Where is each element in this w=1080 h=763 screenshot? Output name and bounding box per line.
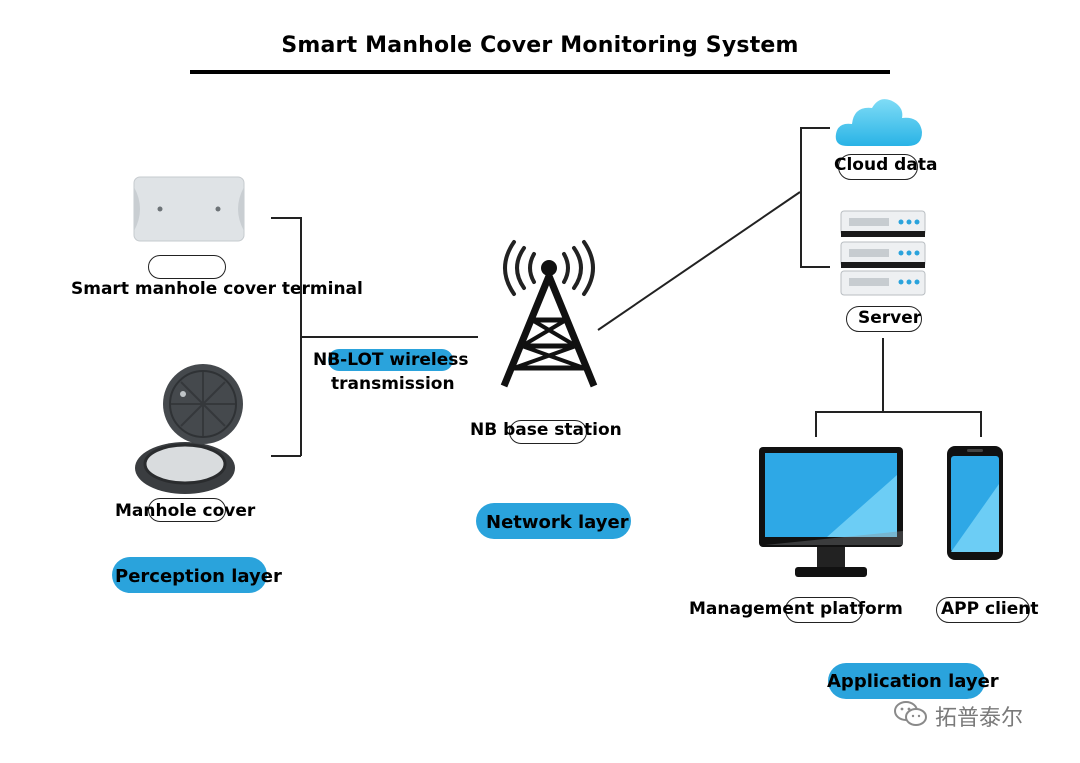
app-label: APP client [941, 599, 1039, 619]
base-station-label: NB base station [470, 420, 622, 440]
application-layer-badge [828, 663, 985, 699]
bracket-bottom [271, 455, 301, 457]
terminal-label: Smart manhole cover terminal [71, 279, 363, 299]
phone-icon [947, 446, 1003, 560]
perception-layer-label: Perception layer [115, 566, 282, 587]
transmission-label-line2: transmission [331, 374, 455, 394]
terminal-label-pill [148, 255, 226, 279]
network-layer-label: Network layer [486, 512, 629, 533]
cloud-bracket-top [800, 127, 830, 129]
application-layer-label: Application layer [827, 671, 999, 692]
network-layer-badge [476, 503, 631, 539]
base-station-label-pill [509, 420, 587, 444]
cloud-bracket-vertical [800, 127, 802, 267]
monitor-icon [759, 447, 903, 577]
app-label-pill [936, 597, 1030, 623]
server-label: Server [858, 308, 922, 328]
manhole-cover-icon [135, 364, 243, 494]
link-to-base-station [300, 336, 478, 338]
server-icon [840, 210, 926, 296]
cloud-icon [835, 99, 922, 146]
wechat-icon [894, 701, 927, 726]
app-drop-line [980, 411, 982, 437]
platform-drop-line [815, 411, 817, 437]
cover-label: Manhole cover [115, 501, 256, 521]
transmission-label-line1: NB-LOT wireless [313, 350, 469, 370]
smart-terminal-icon [133, 176, 245, 242]
cloud-bracket-bottom [800, 266, 830, 268]
cloud-label-pill [838, 154, 918, 180]
transmission-badge [328, 349, 453, 371]
bracket-top [271, 217, 301, 219]
perception-layer-badge [112, 557, 267, 593]
watermark-text: 拓普泰尔 [935, 706, 1024, 731]
server-down-line [882, 338, 884, 412]
platform-label-pill [785, 597, 863, 623]
base-station-tower-icon [500, 240, 598, 388]
title-underline [190, 70, 890, 74]
diagram-title: Smart Manhole Cover Monitoring System [281, 33, 799, 58]
server-label-pill [846, 306, 922, 332]
cover-label-pill [148, 498, 226, 522]
platform-label: Management platform [689, 599, 903, 619]
clients-horizontal-line [815, 411, 982, 413]
cloud-label: Cloud data [834, 155, 938, 175]
